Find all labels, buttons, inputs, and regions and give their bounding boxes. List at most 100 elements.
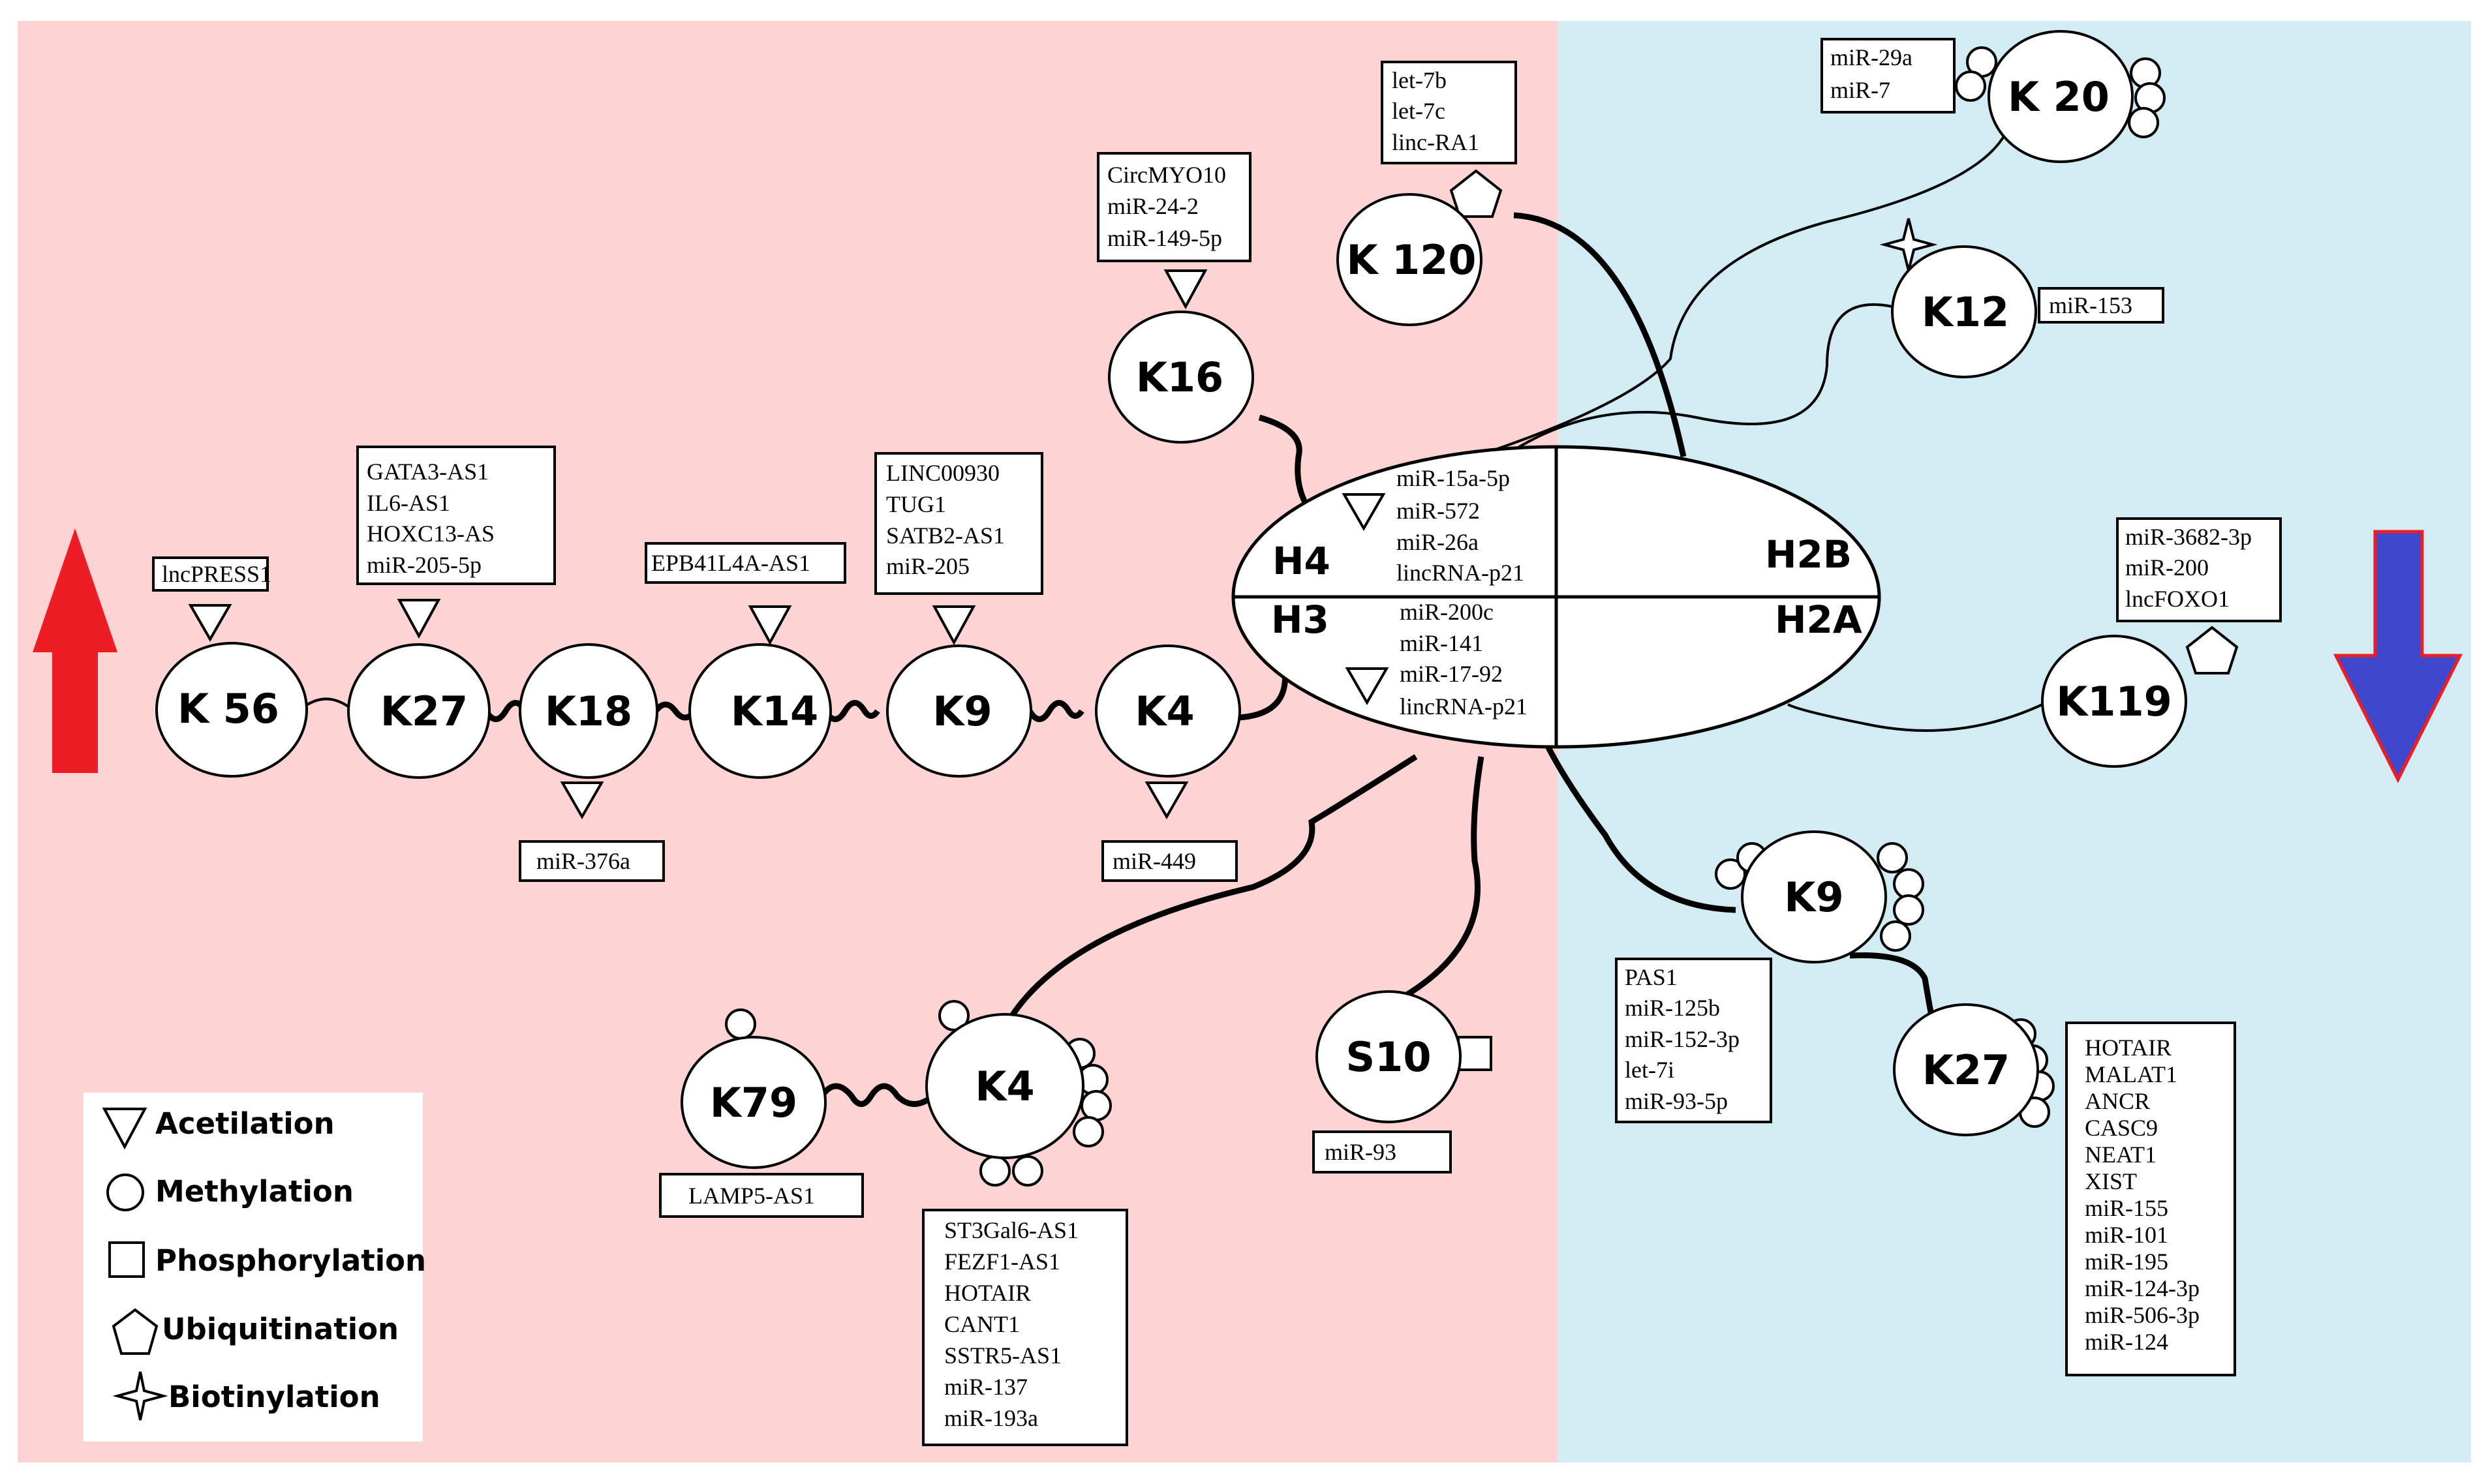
h4-ncrna-3: lincRNA-p21: [1396, 560, 1524, 586]
arrow-up-icon: [33, 528, 117, 773]
methylation-icon: [1893, 868, 1924, 900]
acetylation-icon: [1342, 493, 1386, 532]
square-icon: [108, 1241, 145, 1278]
node-k4-h3: [1095, 644, 1241, 778]
node-k79-label: K79: [710, 1079, 797, 1127]
ncrna-k9-h3-1: TUG1: [886, 491, 946, 517]
methylation-icon: [1012, 1155, 1043, 1187]
legend-label-4: Biotinylation: [168, 1380, 380, 1414]
methylation-icon: [1955, 70, 1986, 102]
ncrna-box-k9-me: [1615, 958, 1772, 1123]
ncrna-k9-me-3: let-7i: [1625, 1057, 1674, 1083]
node-k9-me-label: K9: [1784, 873, 1843, 921]
node-k119-label: K119: [2056, 678, 2172, 725]
ncrna-k27-me-1: MALAT1: [2085, 1061, 2177, 1087]
node-k4-me: [925, 1013, 1084, 1159]
acetylation-icon: [748, 605, 792, 646]
ncrna-k27-me-11: miR-124: [2085, 1329, 2168, 1355]
h2a-label: H2A: [1775, 598, 1862, 642]
node-k27-me-label: K27: [1922, 1046, 2010, 1094]
chain-s10-core: [1381, 756, 1484, 1011]
ncrna-k119-1: miR-200: [2125, 554, 2209, 581]
node-k79: [681, 1036, 827, 1169]
ncrna-box-k4-h3: [1101, 840, 1238, 882]
acetylation-icon: [1163, 269, 1208, 310]
ncrna-k120-2: linc-RA1: [1392, 129, 1479, 155]
chain-k9me-core: [1543, 742, 1736, 913]
legend-label-0: Acetilation: [155, 1106, 335, 1141]
downregulation-region: [1558, 21, 2471, 1462]
node-k4-me-label: K4: [975, 1063, 1034, 1110]
chain-k9-k4: [1027, 700, 1084, 722]
star-icon: [112, 1371, 168, 1421]
ncrna-k9-h3-2: SATB2-AS1: [886, 522, 1005, 549]
h4-label: H4: [1272, 539, 1330, 583]
ncrna-k27-me-9: miR-124-3p: [2085, 1275, 2200, 1301]
ncrna-box-k16: [1097, 152, 1252, 262]
ncrna-k4-me-0: ST3Gal6-AS1: [944, 1217, 1079, 1243]
methylation-icon: [1880, 920, 1911, 952]
node-s10: [1315, 990, 1462, 1123]
node-k12: [1891, 245, 2037, 378]
chain-k4me-core: [1002, 754, 1418, 1029]
ncrna-k4-me-6: miR-193a: [944, 1405, 1038, 1431]
legend-label-3: Ubiquitination: [162, 1312, 399, 1346]
chain-k79-k4me: [820, 1083, 935, 1107]
node-k4-h3-label: K4: [1135, 688, 1194, 735]
h4-ncrna-1: miR-572: [1396, 498, 1480, 524]
node-k56: [155, 642, 308, 778]
node-k9-h3-label: K9: [932, 688, 992, 735]
ncrna-box-k120: [1381, 61, 1517, 164]
acetylation-icon: [397, 599, 441, 639]
node-k56-label: K 56: [177, 685, 279, 733]
node-k120-label: K 120: [1346, 236, 1476, 284]
ncrna-k27-me-7: miR-101: [2085, 1222, 2168, 1248]
ubiquitination-icon: [2185, 626, 2239, 674]
ncrna-box-k20: [1820, 38, 1956, 114]
node-k14-label: K14: [731, 688, 818, 735]
ncrna-k12-0: miR-153: [2049, 292, 2132, 318]
chain-k16-core: [1258, 414, 1308, 504]
ncrna-k14-0: EPB41L4A-AS1: [651, 550, 810, 576]
ncrna-k16-0: CircMYO10: [1107, 162, 1226, 188]
chain-k12-core: [1513, 303, 1893, 451]
ncrna-box-k27-me: [2065, 1022, 2236, 1376]
legend-label-2: Phosphorylation: [155, 1243, 426, 1278]
node-k27-h3-label: K27: [380, 688, 468, 735]
node-k12-label: K12: [1922, 288, 2009, 336]
ncrna-k20-0: miR-29a: [1830, 44, 1912, 70]
methylation-icon: [2128, 107, 2159, 138]
node-k9-h3: [886, 644, 1032, 778]
ncrna-k4-me-2: HOTAIR: [944, 1280, 1031, 1306]
legend: Acetilation Methylation Phosphorylation …: [84, 1093, 426, 1442]
ncrna-box-k27-h3: [356, 446, 556, 585]
methylation-icon: [1893, 894, 1924, 926]
acetylation-icon: [188, 604, 232, 643]
h4-ncrna-0: miR-15a-5p: [1396, 465, 1510, 491]
ncrna-box-k9-h3: [874, 452, 1043, 595]
chain-k119-core: [1787, 703, 2043, 732]
ncrna-s10-0: miR-93: [1325, 1139, 1396, 1165]
h3-ncrna-3: lincRNA-p21: [1400, 693, 1528, 719]
node-k9-me: [1741, 830, 1887, 963]
pentagon-icon: [112, 1308, 159, 1355]
acetylation-icon: [1345, 667, 1389, 706]
ncrna-k4-me-3: CANT1: [944, 1311, 1020, 1337]
ncrna-k119-0: miR-3682-3p: [2125, 524, 2252, 550]
h2b-label: H2B: [1765, 532, 1852, 577]
ncrna-k27-h3-2: HOXC13-AS: [367, 521, 495, 547]
ncrna-k9-me-0: PAS1: [1625, 964, 1678, 990]
chain-k20-core: [1474, 123, 2011, 458]
ncrna-k27-h3-0: GATA3-AS1: [367, 459, 489, 485]
methylation-icon: [1081, 1090, 1112, 1121]
chain-k120-core: [1513, 212, 1687, 457]
circle-icon: [106, 1174, 144, 1211]
ncrna-k119-2: lncFOXO1: [2125, 586, 2230, 612]
ncrna-k27-h3-1: IL6-AS1: [367, 490, 450, 516]
ncrna-k27-me-0: HOTAIR: [2085, 1035, 2172, 1061]
ncrna-k27-h3-3: miR-205-5p: [367, 552, 482, 578]
methylation-icon: [1877, 842, 1908, 873]
ncrna-k4-me-1: FEZF1-AS1: [944, 1249, 1060, 1275]
h3-ncrna-1: miR-141: [1400, 630, 1483, 656]
ubiquitination-icon: [1449, 169, 1503, 218]
